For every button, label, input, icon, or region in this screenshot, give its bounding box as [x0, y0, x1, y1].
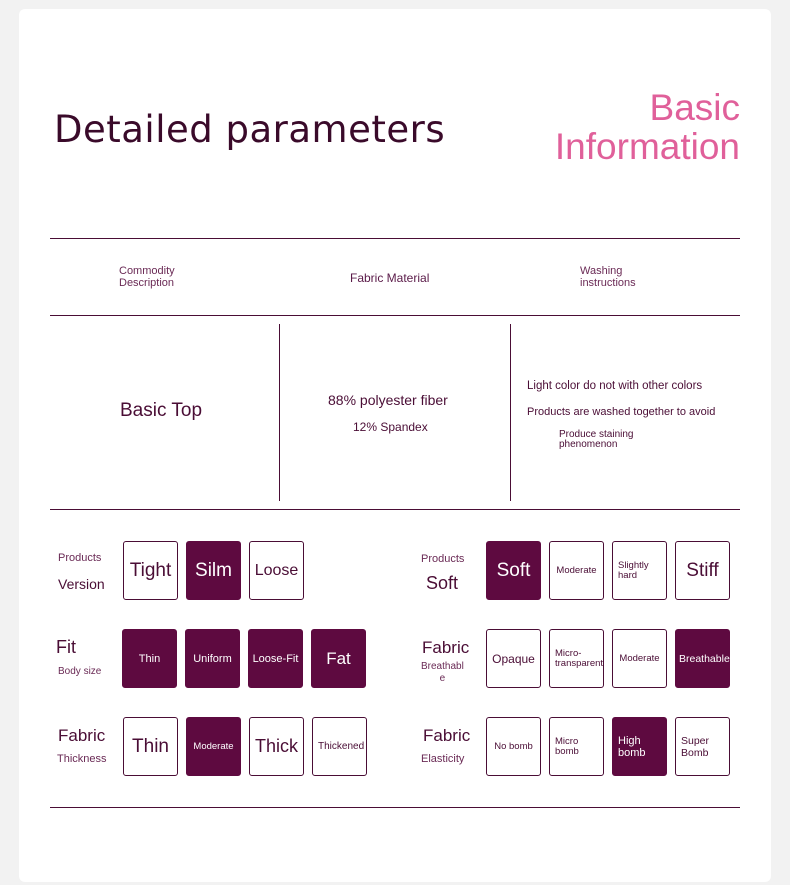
- option-moderate-breathable: Moderate: [612, 629, 667, 688]
- option-high-bomb: High bomb: [612, 717, 667, 776]
- elasticity-label1: Fabric: [423, 726, 471, 745]
- header-line: Commodity: [119, 265, 175, 277]
- option-thick: Thick: [249, 717, 304, 776]
- column-divider-2: [510, 324, 511, 501]
- header-line: Washing: [580, 265, 623, 277]
- header-commodity-description: Commodity Description: [119, 265, 175, 289]
- option-loose: Loose: [249, 541, 304, 600]
- option-thickness-thin: Thin: [123, 717, 178, 776]
- option-micro-transparent: Micro-transparent: [549, 629, 604, 688]
- option-breathable: Breathable: [675, 629, 730, 688]
- option-stiff: Stiff: [675, 541, 730, 600]
- page-title: Detailed parameters: [54, 108, 446, 151]
- breathable-label1: Fabric: [422, 638, 470, 657]
- divider-top: [50, 238, 740, 239]
- option-slightly-hard: Slightly hard: [612, 541, 667, 600]
- option-soft: Soft: [486, 541, 541, 600]
- option-no-bomb: No bomb: [486, 717, 541, 776]
- fit-label2: Body size: [58, 666, 102, 677]
- thickness-label1: Fabric: [58, 726, 106, 745]
- wash-line1: Light color do not with other colors: [527, 380, 703, 392]
- option-thickened: Thickened: [312, 717, 367, 776]
- option-loose-fit: Loose-Fit: [248, 629, 303, 688]
- header-line: Description: [119, 277, 175, 289]
- basic-heading-line2: Information: [554, 126, 740, 167]
- option-silm: Silm: [186, 541, 241, 600]
- option-thickness-moderate: Moderate: [186, 717, 241, 776]
- thickness-label2: Thickness: [57, 753, 107, 765]
- basic-information-heading: Basic Information: [555, 88, 740, 166]
- column-divider-1: [279, 324, 280, 501]
- option-super-bomb: Super Bomb: [675, 717, 730, 776]
- description-value: Basic Top: [120, 400, 203, 421]
- option-moderate-soft: Moderate: [549, 541, 604, 600]
- version-label2: Version: [58, 576, 105, 592]
- header-washing-instructions: Washing instructions: [580, 265, 636, 289]
- breathable-label2-a: Breathabl: [421, 661, 464, 672]
- breathable-label2-b: e: [439, 673, 446, 684]
- wash-line3-a: Produce staining: [559, 429, 634, 440]
- option-fat: Fat: [311, 629, 366, 688]
- option-micro-bomb: Micro bomb: [549, 717, 604, 776]
- header-line: instructions: [580, 277, 636, 289]
- elasticity-label2: Elasticity: [421, 753, 465, 765]
- fit-label1: Fit: [56, 637, 76, 657]
- divider-table-bottom: [50, 509, 740, 510]
- breathable-label2: Breathabl e: [421, 661, 464, 685]
- divider-header: [50, 315, 740, 316]
- option-tight: Tight: [123, 541, 178, 600]
- option-opaque: Opaque: [486, 629, 541, 688]
- divider-bottom: [50, 807, 740, 808]
- header-fabric-material: Fabric Material: [350, 271, 430, 285]
- option-uniform: Uniform: [185, 629, 240, 688]
- option-fit-thin: Thin: [122, 629, 177, 688]
- material-line2: 12% Spandex: [353, 420, 428, 434]
- softness-label1: Products: [421, 553, 465, 565]
- wash-line2: Products are washed together to avoid: [527, 406, 716, 418]
- basic-heading-line1: Basic: [649, 87, 740, 128]
- wash-line3: Produce staining phenomenon: [559, 430, 634, 450]
- version-label1: Products: [58, 552, 102, 564]
- softness-label2: Soft: [426, 573, 459, 593]
- wash-line3-b: phenomenon: [559, 439, 618, 450]
- material-line1: 88% polyester fiber: [328, 392, 448, 408]
